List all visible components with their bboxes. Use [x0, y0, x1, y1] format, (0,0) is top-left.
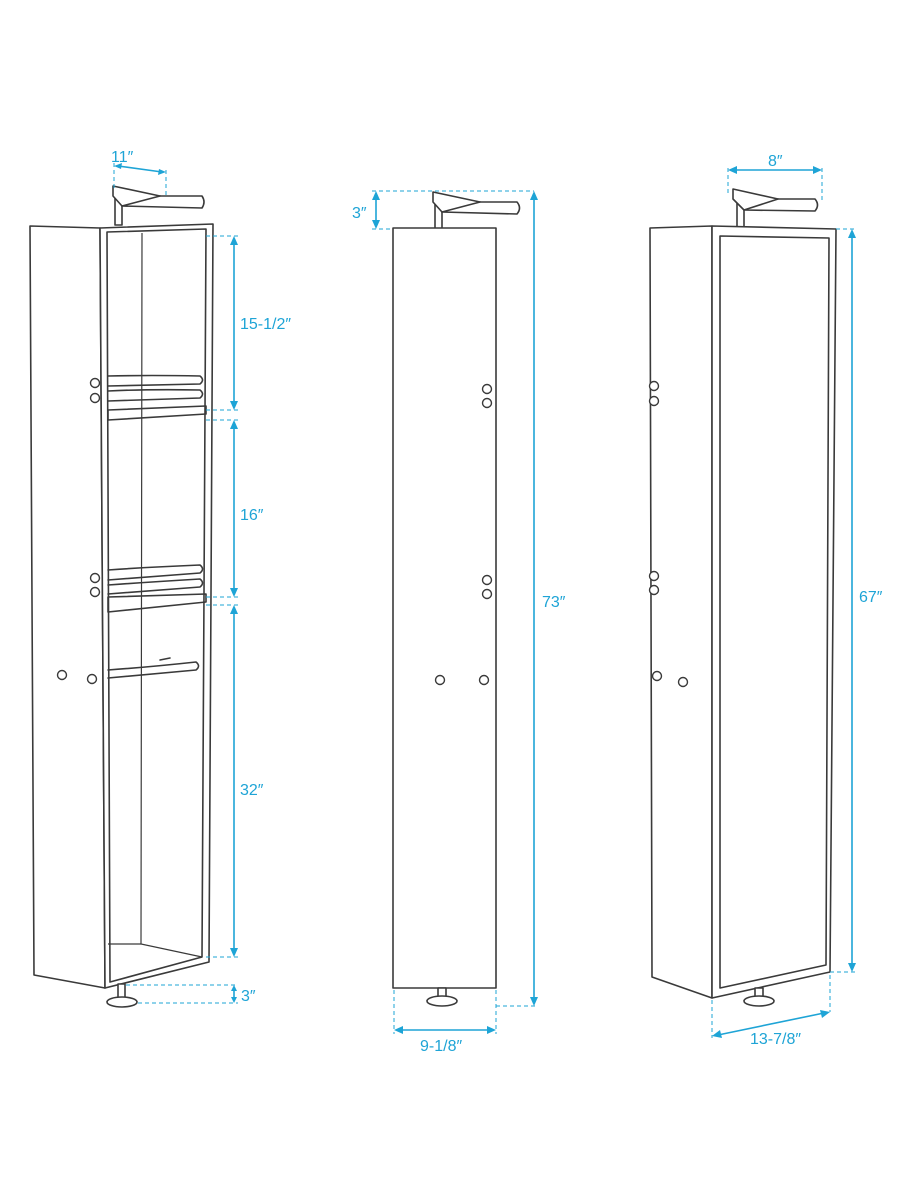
dim-open-shelf-3: 32″ [240, 782, 264, 799]
dim-open-top-width: 11″ [111, 149, 134, 166]
mirror-cabinet-view [648, 188, 837, 1007]
knob [56, 669, 68, 681]
dim-open-shelf-1: 15-1/2″ [240, 316, 291, 333]
knob [648, 395, 660, 407]
dim-open-base: 3″ [241, 988, 256, 1005]
knob [478, 674, 490, 686]
knob [677, 676, 689, 688]
knob [89, 572, 101, 584]
dim-closed-top-offset: 3″ [352, 205, 367, 222]
dim-open-shelf-2: 16″ [240, 507, 264, 524]
mirror-door [711, 225, 837, 999]
dim-mirror-top-width: 8″ [768, 153, 783, 170]
knob [481, 383, 493, 395]
knob [481, 588, 493, 600]
mirror-panel [719, 235, 830, 989]
shelf-3-bar [107, 657, 200, 679]
top-bracket [112, 185, 205, 226]
dim-mirror-depth: 13-7/8″ [750, 1031, 801, 1048]
knob [89, 586, 101, 598]
knob [434, 674, 446, 686]
shelf-1 [107, 374, 207, 421]
dimension-annotations: 11″ 15-1/2″ 16″ 32″ 3″ 3″ [111, 149, 883, 1055]
top-bracket [732, 188, 819, 230]
base-stem [426, 987, 458, 1007]
cabinet-body [392, 227, 497, 989]
side-panel [29, 225, 106, 989]
knob [648, 584, 660, 596]
knob [481, 397, 493, 409]
knob [89, 377, 101, 389]
knob [89, 392, 101, 404]
knob [481, 574, 493, 586]
front-frame [99, 223, 214, 989]
shelf-2 [107, 564, 207, 613]
dim-closed-width: 9-1/8″ [420, 1038, 462, 1055]
base-stem [106, 983, 138, 1008]
side-panel [649, 225, 713, 999]
closed-cabinet-view [392, 191, 521, 1007]
open-cabinet-view [29, 185, 214, 1008]
knob [648, 380, 660, 392]
knob [651, 670, 663, 682]
dim-closed-height: 73″ [542, 594, 566, 611]
knob [648, 570, 660, 582]
top-bracket [432, 191, 521, 231]
knob [86, 673, 98, 685]
base-stem [743, 987, 775, 1007]
dim-mirror-height: 67″ [859, 589, 883, 606]
